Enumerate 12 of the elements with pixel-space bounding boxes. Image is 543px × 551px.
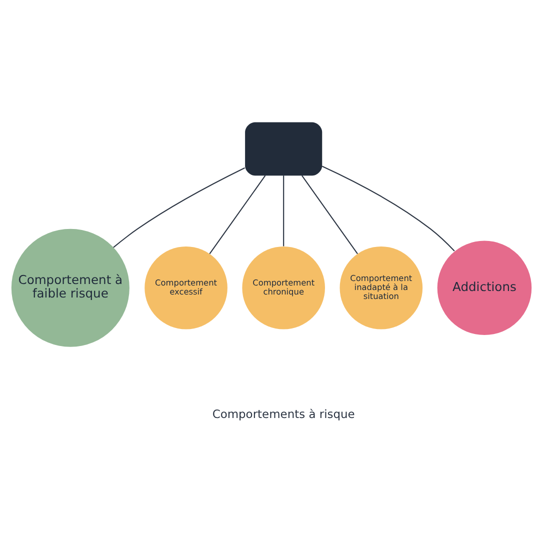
- node-circle: Comportement excessif: [144, 246, 228, 329]
- connector: [113, 166, 245, 248]
- node-circle: Comportement inadapté à la situation: [340, 246, 423, 329]
- connector: [322, 165, 455, 251]
- connector: [283, 175, 284, 246]
- node-person: [245, 122, 322, 176]
- node-circle: Addictions: [437, 240, 532, 335]
- label: Comportements à risque: [212, 406, 355, 420]
- connector: [209, 174, 266, 254]
- node-circle: Comportement à faible risque: [11, 228, 130, 346]
- connector: [302, 174, 358, 254]
- node-circle: Comportement chronique: [242, 246, 325, 329]
